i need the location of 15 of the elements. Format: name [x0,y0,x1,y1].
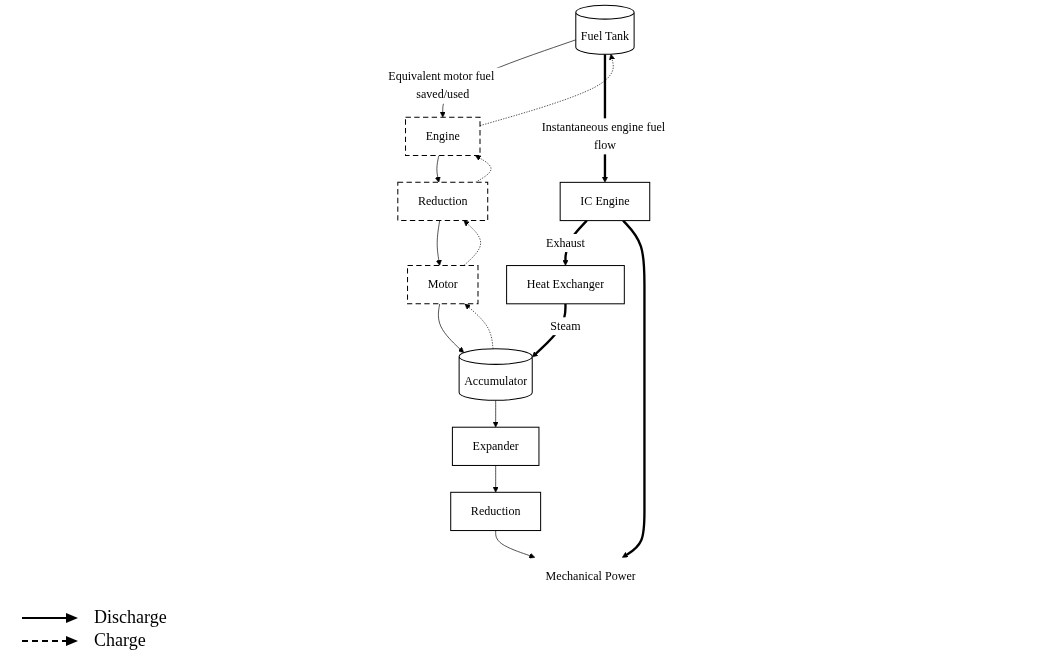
node-text: Mechanical Power [545,569,636,583]
node-box: Reduction [396,181,488,222]
edge-label: Instantaneous engine fuel flow [541,120,665,152]
edge-label: Steam [550,319,581,333]
legend-text: Discharge [94,607,167,628]
node-box: IC Engine [559,181,650,222]
edge-label: Exhaust [545,236,585,250]
node-box: Motor [406,265,479,305]
edge-label: Equivalent motor fuel saved/used [387,69,494,102]
legend-text: Charge [94,630,146,651]
node-box: Heat Exchanger [505,265,625,305]
node-box: Reduction [449,491,541,532]
node-box: Expander [451,426,540,466]
node-box: Engine [404,116,481,156]
arrow [621,219,646,558]
